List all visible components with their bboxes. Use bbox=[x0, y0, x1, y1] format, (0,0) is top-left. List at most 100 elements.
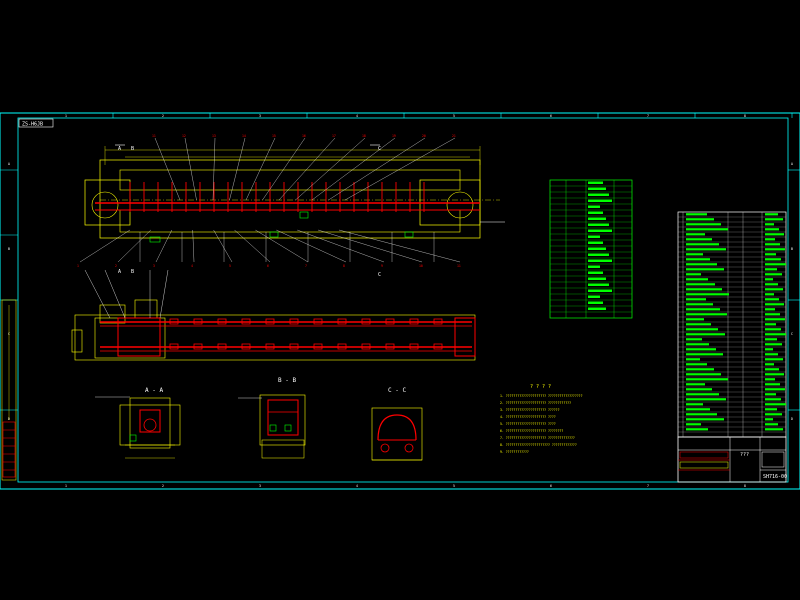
part-balloon: 10 bbox=[419, 264, 423, 268]
view-marker-a-bottom: A bbox=[118, 269, 121, 275]
param-cell-fill bbox=[588, 181, 603, 184]
plan-view[interactable] bbox=[71, 269, 476, 361]
bom-cell-fill bbox=[765, 358, 783, 361]
chain-link bbox=[337, 318, 347, 325]
bom-cell-fill bbox=[686, 323, 711, 326]
frame-col-label: 2 bbox=[162, 114, 164, 118]
bom-cell-fill bbox=[686, 218, 714, 221]
param-cell-fill bbox=[588, 301, 603, 304]
bom-cell-fill bbox=[686, 223, 721, 226]
title-block-word: ??? bbox=[740, 452, 749, 458]
bom-cell-fill bbox=[765, 313, 780, 316]
chain-link bbox=[217, 343, 227, 350]
bom-cell-fill bbox=[686, 238, 712, 241]
bom-cell-fill bbox=[765, 253, 776, 256]
bom-cell-fill bbox=[686, 338, 702, 341]
bom-cell-fill bbox=[686, 228, 728, 231]
section-c-c[interactable]: C - C bbox=[371, 387, 423, 461]
bom-cell-fill bbox=[765, 298, 779, 301]
param-cell-fill bbox=[588, 223, 609, 226]
title-block: ??? SH716-00 bbox=[677, 436, 787, 483]
chain-link bbox=[241, 318, 251, 325]
bom-cell-fill bbox=[765, 258, 781, 261]
section-b-b[interactable]: B - B bbox=[238, 377, 306, 459]
bom-cell-fill bbox=[686, 308, 720, 311]
frame-row-label-right: D bbox=[791, 417, 793, 421]
note-3: 3. ????????????????????? ?????? bbox=[500, 408, 560, 412]
param-cell-fill bbox=[588, 199, 612, 202]
chain-link bbox=[409, 343, 419, 350]
bom-cell-fill bbox=[765, 308, 775, 311]
bom-cell-fill bbox=[686, 243, 719, 246]
chain-link bbox=[385, 318, 395, 325]
bom-cell-fill bbox=[686, 353, 723, 356]
param-cell-fill bbox=[588, 247, 606, 250]
chain-link bbox=[193, 343, 203, 350]
notes-heading: ? ? ? ? bbox=[530, 384, 551, 390]
bom-cell-fill bbox=[686, 363, 707, 366]
chain-link bbox=[217, 318, 227, 325]
view-marker-b-top: B bbox=[131, 146, 134, 152]
part-balloon: 15 bbox=[272, 134, 276, 138]
param-cell-fill bbox=[588, 205, 600, 208]
bom-cell-fill bbox=[765, 293, 774, 296]
bom-cell-fill bbox=[765, 318, 785, 321]
bom-cell-fill bbox=[765, 283, 778, 286]
view-marker-c-top: C bbox=[378, 146, 381, 152]
frame-row-label-right: C bbox=[791, 332, 793, 336]
bom-cell-fill bbox=[765, 268, 777, 271]
bom-cell-fill bbox=[765, 413, 782, 416]
chain-link bbox=[385, 343, 395, 350]
bom-cell-fill bbox=[686, 413, 717, 416]
bom-cell-fill bbox=[765, 263, 786, 266]
bom-cell-fill bbox=[686, 408, 710, 411]
part-balloon: 7 bbox=[305, 264, 307, 268]
bom-cell-fill bbox=[765, 403, 786, 406]
part-balloon: 2 bbox=[115, 264, 117, 268]
section-a-a[interactable]: A - A bbox=[95, 387, 181, 459]
note-8: 8. ??????????????????????? ????????????? bbox=[500, 443, 577, 447]
bom-cell-fill bbox=[765, 223, 774, 226]
frame-col-label: 4 bbox=[356, 114, 358, 118]
frame-col-label-bottom: 2 bbox=[162, 484, 164, 488]
note-5: 5. ????????????????????? ???? bbox=[500, 422, 556, 426]
part-balloon: 3 bbox=[153, 264, 155, 268]
chain-link bbox=[433, 318, 443, 325]
frame-col-label: 6 bbox=[550, 114, 552, 118]
part-balloon: 17 bbox=[332, 134, 336, 138]
part-balloon: 5 bbox=[229, 264, 231, 268]
frame-col-label-bottom: 3 bbox=[259, 484, 261, 488]
param-cell-fill bbox=[588, 295, 600, 298]
chain-link bbox=[361, 343, 371, 350]
bom-cell-fill bbox=[765, 343, 782, 346]
bom-cell-fill bbox=[765, 233, 784, 236]
frame-row-label-right: B bbox=[791, 247, 793, 251]
bom-cell-fill bbox=[686, 403, 703, 406]
bom-cell-fill bbox=[686, 333, 725, 336]
part-balloon: 18 bbox=[362, 134, 366, 138]
bom-cell-fill bbox=[686, 288, 722, 291]
chain-link bbox=[289, 343, 299, 350]
bom-cell-fill bbox=[686, 258, 710, 261]
chain-link bbox=[409, 318, 419, 325]
bom-cell-fill bbox=[686, 248, 726, 251]
view-marker-a-top: A bbox=[118, 146, 121, 152]
frame-col-label-bottom: 5 bbox=[453, 484, 455, 488]
frame-col-label-bottom: 6 bbox=[550, 484, 552, 488]
drawing-tag: ZS-H6JB bbox=[22, 122, 43, 128]
section-label-b: B - B bbox=[278, 377, 296, 384]
note-7: 7. ????????????????????? ?????????????? bbox=[500, 436, 575, 440]
part-balloon: 20 bbox=[422, 134, 426, 138]
part-balloon: 21 bbox=[452, 134, 456, 138]
bom-cell-fill bbox=[765, 323, 776, 326]
part-balloon: 9 bbox=[381, 264, 383, 268]
bom-cell-fill bbox=[686, 428, 708, 431]
part-balloon: 4 bbox=[191, 264, 193, 268]
bom-cell-fill bbox=[765, 423, 778, 426]
bom-cell-fill bbox=[765, 368, 779, 371]
param-cell-fill bbox=[588, 235, 600, 238]
chain-link bbox=[193, 318, 203, 325]
param-cell-fill bbox=[588, 241, 603, 244]
